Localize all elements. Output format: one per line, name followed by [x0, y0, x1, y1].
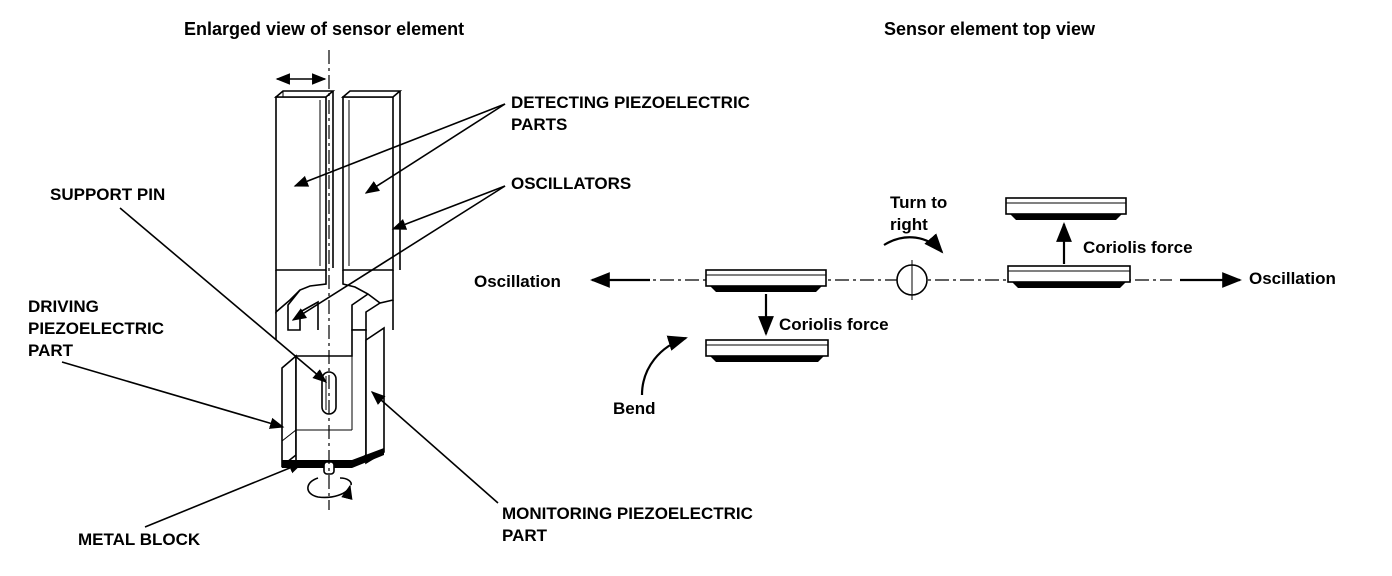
label-coriolis-right: Coriolis force: [1083, 238, 1193, 257]
label-metal-block: METAL BLOCK: [78, 530, 201, 549]
label-turn-line2: right: [890, 215, 928, 234]
top-view-drawing: [590, 197, 1242, 396]
label-driving-line3: PART: [28, 341, 74, 360]
label-detecting-line1: DETECTING PIEZOELECTRIC: [511, 93, 750, 112]
turn-right-arrow: [883, 233, 944, 254]
sensor-element-drawing: [273, 50, 403, 510]
left-plate-lower: [705, 339, 829, 362]
heading-enlarged-view: Enlarged view of sensor element: [184, 19, 464, 39]
label-bend: Bend: [613, 399, 656, 418]
right-plate-lower: [1007, 265, 1131, 288]
label-coriolis-left: Coriolis force: [779, 315, 889, 334]
rotation-arrow: [307, 477, 353, 500]
right-oscillator: [340, 90, 403, 271]
rotation-arrow-tail: [339, 477, 352, 486]
label-support-pin: SUPPORT PIN: [50, 185, 165, 204]
label-driving-line1: DRIVING: [28, 297, 99, 316]
rotation-center-symbol: [896, 260, 928, 300]
oscillator-neck: [275, 270, 394, 340]
leader-lines-left: [61, 103, 506, 528]
left-oscillator: [273, 90, 336, 271]
label-oscillators: OSCILLATORS: [511, 174, 631, 193]
left-plate-upper: [705, 269, 827, 292]
right-plate-upper: [1005, 197, 1127, 220]
label-monitoring-line1: MONITORING PIEZOELECTRIC: [502, 504, 753, 523]
label-turn-line1: Turn to: [890, 193, 947, 212]
label-oscillation-left: Oscillation: [474, 272, 561, 291]
label-monitoring-line2: PART: [502, 526, 548, 545]
label-oscillation-right: Oscillation: [1249, 269, 1336, 288]
bend-arrow: [640, 335, 688, 396]
label-detecting-line2: PARTS: [511, 115, 567, 134]
heading-top-view: Sensor element top view: [884, 19, 1096, 39]
label-driving-line2: PIEZOELECTRIC: [28, 319, 164, 338]
